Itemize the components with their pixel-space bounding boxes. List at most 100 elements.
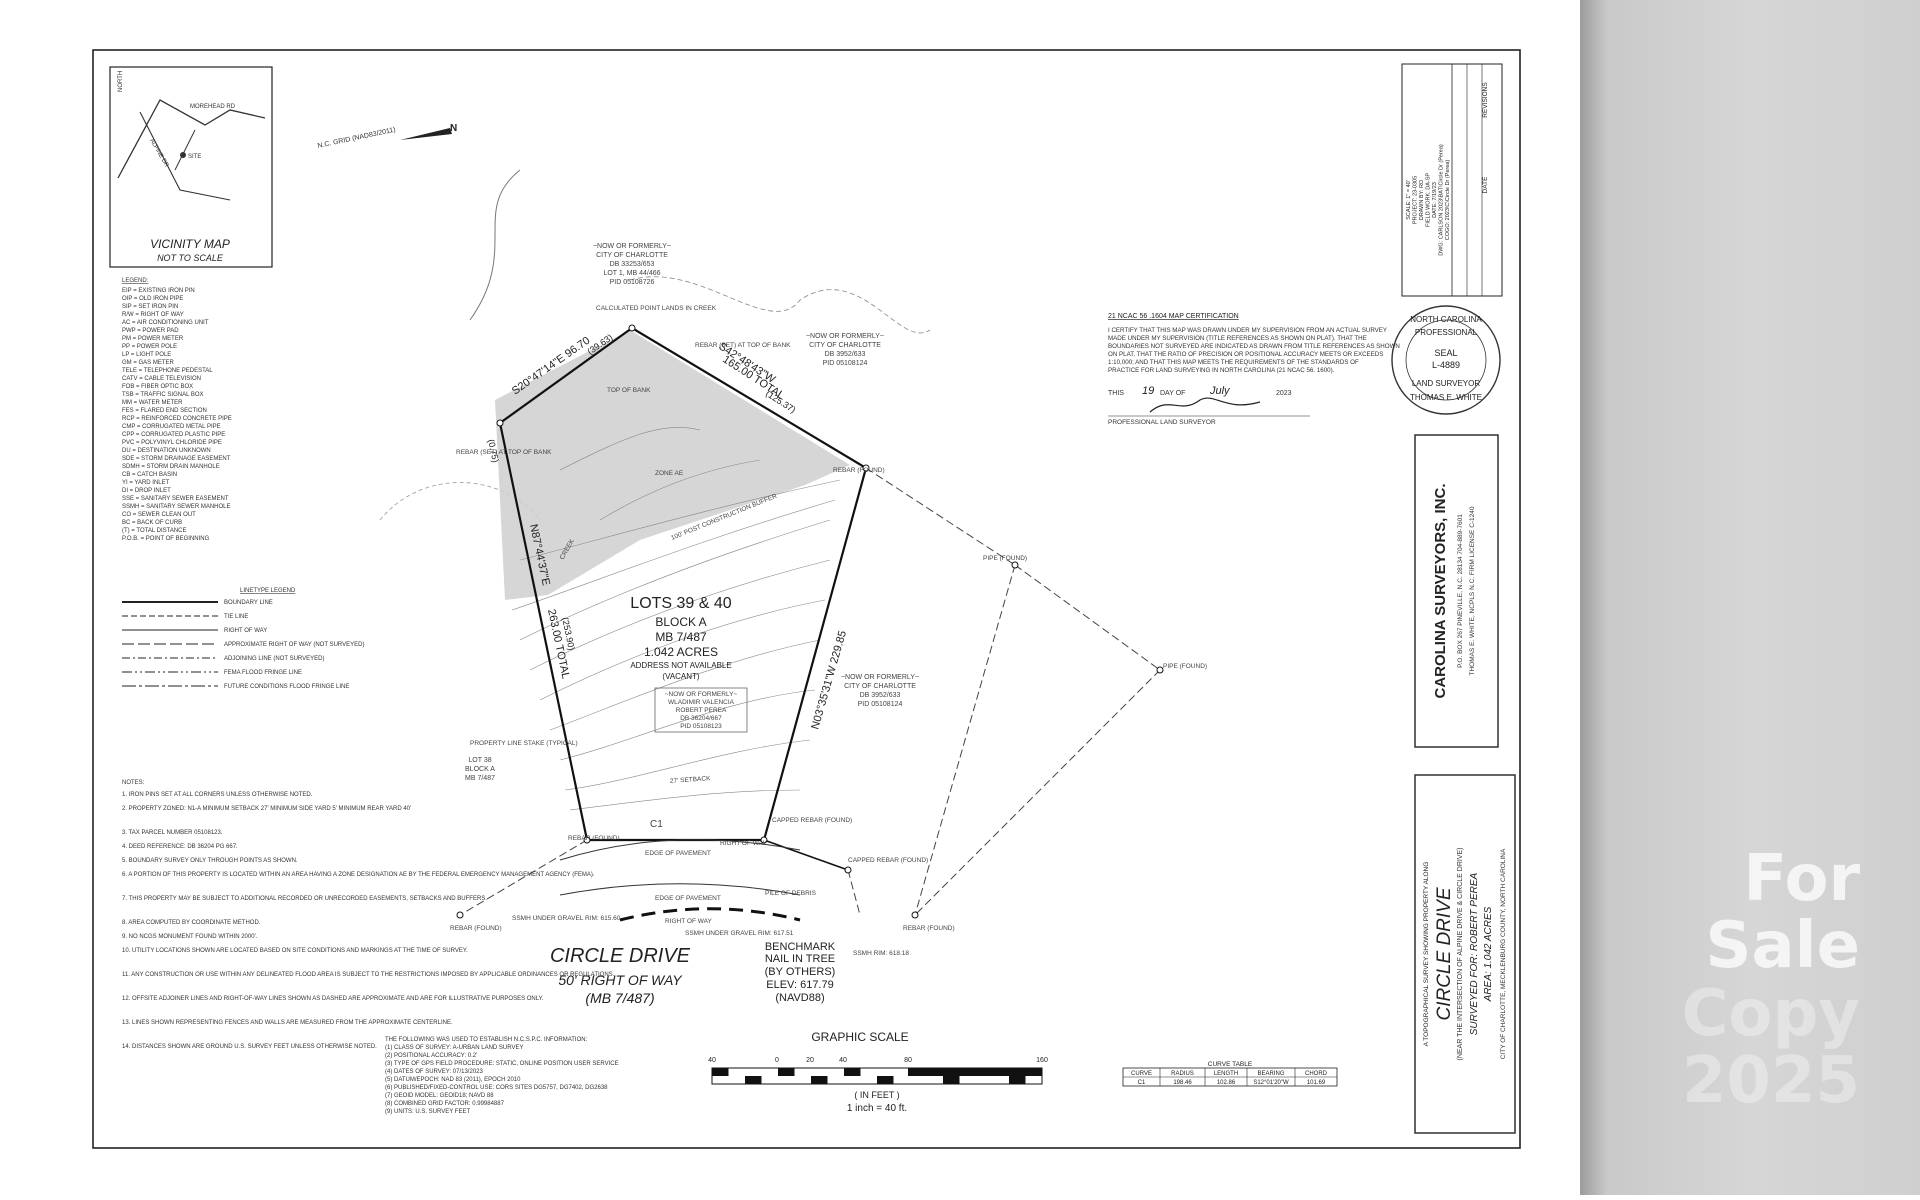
curve-table-header: CURVE xyxy=(1131,1071,1152,1077)
legend-item: SDMH = STORM DRAIN MANHOLE xyxy=(122,464,220,470)
linetype-item: BOUNDARY LINE xyxy=(224,600,273,606)
scale-tick-label: 0 xyxy=(775,1057,779,1064)
gps-info-line: (7) GEOID MODEL: GEOID18; NAVD 88 xyxy=(385,1093,494,1099)
svg-text:PROPERTY LINE STAKE (TYPICAL): PROPERTY LINE STAKE (TYPICAL) xyxy=(470,740,578,747)
svg-text:CITY OF CHARLOTTE: CITY OF CHARLOTTE xyxy=(809,342,881,349)
svg-text:(0.75): (0.75) xyxy=(486,438,501,463)
svg-text:P.O. BOX 267 PINEVILLE, N.C.: P.O. BOX 267 PINEVILLE, N.C. 28134 704-8… xyxy=(1457,514,1464,668)
svg-text:BLOCK A: BLOCK A xyxy=(655,615,706,629)
curve-table-cell: 102.86 xyxy=(1217,1080,1236,1086)
linetype-item: RIGHT OF WAY xyxy=(224,628,267,634)
svg-text:RIGHT OF WAY: RIGHT OF WAY xyxy=(665,918,712,925)
curve-table: CURVE TABLE CURVEC1RADIUS198.46LENGTH102… xyxy=(1122,1061,1338,1087)
svg-text:THOMAS E. WHITE, NCPLS N.C. F: THOMAS E. WHITE, NCPLS N.C. FIRM LICENSE… xyxy=(1469,506,1476,675)
legend-item: CMP = CORRUGATED METAL PIPE xyxy=(122,424,221,430)
road-name: CIRCLE DRIVE 50' RIGHT OF WAY (MB 7/487) xyxy=(550,945,691,1006)
note-item: 4. DEED REFERENCE: DB 36204 PG 667. xyxy=(122,844,238,850)
svg-text:REBAR (FOUND): REBAR (FOUND) xyxy=(833,467,885,474)
curve-table-header: CHORD xyxy=(1305,1071,1328,1077)
svg-text:PIPE (FOUND): PIPE (FOUND) xyxy=(1163,663,1207,670)
gps-info-line: THE FOLLOWING WAS USED TO ESTABLISH N.C.… xyxy=(385,1037,588,1043)
svg-text:SITE: SITE xyxy=(188,154,201,160)
svg-text:AREA: 1.042 ACRES: AREA: 1.042 ACRES xyxy=(1483,906,1494,1002)
svg-text:DB 3952/633: DB 3952/633 xyxy=(825,351,866,358)
linetype-item: APPROXIMATE RIGHT OF WAY (NOT SURVEYED) xyxy=(224,642,364,648)
photo-side-panel: For Sale Copy 2025 xyxy=(1580,0,1920,1195)
linetype-item: TIE LINE xyxy=(224,614,248,620)
svg-text:EDGE OF PAVEMENT: EDGE OF PAVEMENT xyxy=(645,850,711,857)
surveyor-seal: NORTH CAROLINA PROFESSIONAL SEAL L-4889 … xyxy=(1391,305,1501,415)
svg-text:SEAL: SEAL xyxy=(1434,348,1457,358)
survey-drawing: NORTH MOREHEAD RD ALPINE DR SITE VICINIT… xyxy=(92,49,1521,1149)
title-block-info: DWG: CARLSON 2023\BAT\Circle Dr (Perea) xyxy=(1439,144,1445,256)
project-name: CIRCLE DRIVE xyxy=(1434,887,1455,1020)
svg-text:2023: 2023 xyxy=(1276,390,1292,397)
title-block-info: DRAWN BY: RO xyxy=(1419,179,1425,220)
svg-text:BLOCK A: BLOCK A xyxy=(465,766,495,773)
svg-text:PID 05108124: PID 05108124 xyxy=(858,701,903,708)
scale-tick-label: 40 xyxy=(708,1057,716,1064)
curve-table-cell: 198.46 xyxy=(1173,1080,1192,1086)
svg-text:~NOW OR FORMERLY~: ~NOW OR FORMERLY~ xyxy=(841,674,919,681)
note-item: 2. PROPERTY ZONED: N1-A MINIMUM SETBACK … xyxy=(122,806,411,812)
svg-text:CURVE TABLE: CURVE TABLE xyxy=(1208,1061,1253,1068)
svg-text:~NOW OR FORMERLY~: ~NOW OR FORMERLY~ xyxy=(806,333,884,340)
cert-line: 1:10,000; AND THAT THIS MAP MEETS THE RE… xyxy=(1108,359,1359,366)
svg-text:1 inch = 40 ft.: 1 inch = 40 ft. xyxy=(847,1103,907,1114)
legend-item: CPP = CORRUGATED PLASTIC PIPE xyxy=(122,432,225,438)
legend-item: CATV = CABLE TELEVISION xyxy=(122,376,201,382)
north-arrow: N.C. GRID (NAD83/2011) N xyxy=(317,123,457,150)
legend-item: OIP = OLD IRON PIPE xyxy=(122,296,183,302)
legend-item: SSMH = SANITARY SEWER MANHOLE xyxy=(122,504,231,510)
legend-item: AC = AIR CONDITIONING UNIT xyxy=(122,320,209,326)
svg-text:CITY OF CHARLOTTE: CITY OF CHARLOTTE xyxy=(596,252,668,259)
linetype-legend: LINETYPE LEGEND BOUNDARY LINE TIE LINE RIG… xyxy=(122,588,364,690)
svg-text:( IN FEET ): ( IN FEET ) xyxy=(854,1090,899,1100)
legend-item: SSE = SANITARY SEWER EASEMENT xyxy=(122,496,229,502)
linetype-item: FEMA FLOOD FRINGE LINE xyxy=(224,670,302,676)
svg-text:SSMH UNDER GRAVEL RIM: 615.60: SSMH UNDER GRAVEL RIM: 615.60 xyxy=(512,915,621,922)
certification: 21 NCAC 56 .1604 MAP CERTIFICATION I CER… xyxy=(1108,313,1400,426)
legend-item: DU = DESTINATION UNKNOWN xyxy=(122,448,211,454)
title-block-info: PROJECT: 23-0305 xyxy=(1413,176,1419,224)
svg-text:NORTH CAROLINA: NORTH CAROLINA xyxy=(1410,315,1482,324)
svg-text:LOT 38: LOT 38 xyxy=(468,757,491,764)
scale-tick-label: 80 xyxy=(904,1057,912,1064)
svg-text:LINETYPE LEGEND: LINETYPE LEGEND xyxy=(240,588,296,594)
svg-text:C1: C1 xyxy=(650,819,663,830)
svg-text:CITY OF CHARLOTTE, MECKLENBURG: CITY OF CHARLOTTE, MECKLENBURG COUNTY, N… xyxy=(1500,848,1507,1059)
svg-text:PID 05108124: PID 05108124 xyxy=(823,360,868,367)
vicinity-map-title: VICINITY MAP xyxy=(150,237,230,251)
svg-text:DATE: DATE xyxy=(1482,176,1489,194)
svg-text:(NAVD88): (NAVD88) xyxy=(775,992,824,1004)
linetype-item: FUTURE CONDITIONS FLOOD FRINGE LINE xyxy=(224,684,349,690)
creek-line xyxy=(469,169,521,321)
corner-markers xyxy=(456,324,1164,919)
cert-line: MADE UNDER MY SUPERVISION (TITLE REFEREN… xyxy=(1108,335,1367,342)
note-item: 9. NO NCGS MONUMENT FOUND WITHIN 2000'. xyxy=(122,934,258,940)
svg-text:PROFESSIONAL: PROFESSIONAL xyxy=(1415,328,1478,337)
svg-text:ADDRESS NOT AVAILABLE: ADDRESS NOT AVAILABLE xyxy=(630,661,731,670)
scale-tick-label: 20 xyxy=(806,1057,814,1064)
svg-text:WLADIMIR VALENCIA: WLADIMIR VALENCIA xyxy=(668,699,735,706)
svg-text:DB 36204/667: DB 36204/667 xyxy=(680,715,722,722)
notes: NOTES: 1. IRON PINS SET AT ALL CORNERS U… xyxy=(122,780,615,1050)
svg-text:EDGE OF PAVEMENT: EDGE OF PAVEMENT xyxy=(655,895,721,902)
svg-text:BENCHMARK: BENCHMARK xyxy=(765,941,836,953)
note-item: 6. A PORTION OF THIS PROPERTY IS LOCATED… xyxy=(122,872,595,878)
svg-text:RIGHT OF WAY: RIGHT OF WAY xyxy=(720,840,767,847)
svg-text:PROFESSIONAL LAND SURVEYOR: PROFESSIONAL LAND SURVEYOR xyxy=(1108,419,1216,426)
curve-table-header: LENGTH xyxy=(1214,1071,1238,1077)
contour-lines xyxy=(511,427,841,811)
svg-text:CAPPED REBAR (FOUND): CAPPED REBAR (FOUND) xyxy=(848,857,928,864)
lot-label: LOTS 39 & 40 BLOCK A MB 7/487 1.042 ACRE… xyxy=(630,595,731,681)
legend-item: SDE = STORM DRAINAGE EASEMENT xyxy=(122,456,231,462)
svg-text:~NOW OR FORMERLY~: ~NOW OR FORMERLY~ xyxy=(593,243,671,250)
svg-text:ELEV: 617.79: ELEV: 617.79 xyxy=(766,979,833,991)
legend-item: CB = CATCH BASIN xyxy=(122,472,177,478)
legend-item: GM = GAS METER xyxy=(122,360,175,366)
svg-text:ROBERT PEREA: ROBERT PEREA xyxy=(676,707,727,714)
svg-text:N: N xyxy=(450,123,457,134)
